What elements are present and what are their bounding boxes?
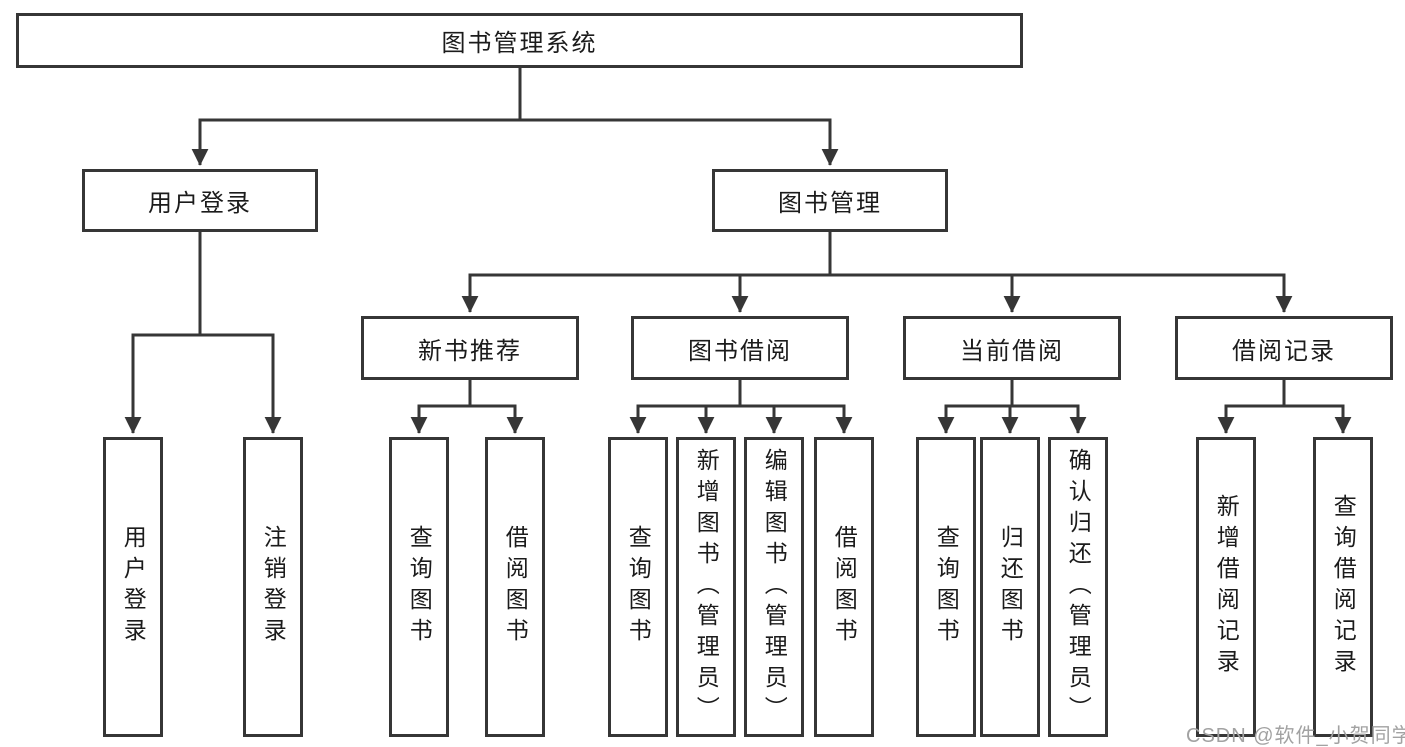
node-label: 归还图书 [997, 525, 1024, 649]
node-label: 图书管理 [778, 190, 882, 217]
node-label: 借阅记录 [1232, 337, 1336, 365]
leaf-query-borrow-record: 查询借阅记录 [1313, 437, 1373, 737]
node-label: 查询借阅记录 [1330, 494, 1357, 680]
leaf-return-books: 归还图书 [980, 437, 1040, 737]
leaf-query-books-current: 查询图书 [916, 437, 976, 737]
node-label: 借阅图书 [502, 525, 529, 649]
leaf-borrow-books: 借阅图书 [814, 437, 874, 737]
node-root: 图书管理系统 [16, 13, 1023, 68]
node-label: 借阅图书 [831, 525, 858, 649]
leaf-add-book-admin: 新增图书（管理员） [676, 437, 736, 737]
node-label: 图书管理系统 [441, 30, 598, 57]
node-book-management: 图书管理 [712, 169, 948, 232]
node-label: 查询图书 [933, 525, 960, 649]
leaf-query-books-recommend: 查询图书 [389, 437, 449, 737]
node-current-borrowing: 当前借阅 [903, 316, 1121, 380]
node-label: 新增图书（管理员） [693, 447, 720, 727]
csdn-watermark: CSDN @软件_小贺同学 [1186, 725, 1405, 747]
node-user-login: 用户登录 [82, 169, 318, 232]
node-borrowing-records: 借阅记录 [1175, 316, 1393, 380]
leaf-add-borrow-record: 新增借阅记录 [1196, 437, 1256, 737]
node-label: 当前借阅 [960, 337, 1064, 365]
leaf-query-books-borrowing: 查询图书 [608, 437, 668, 737]
node-label: 用户登录 [120, 525, 147, 649]
node-label: 查询图书 [406, 525, 433, 649]
leaf-user-login: 用户登录 [103, 437, 163, 737]
node-label: 注销登录 [260, 525, 287, 649]
node-book-borrowing: 图书借阅 [631, 316, 849, 380]
node-label: 图书借阅 [688, 337, 792, 365]
node-label: 新书推荐 [418, 337, 522, 365]
leaf-borrow-books-recommend: 借阅图书 [485, 437, 545, 737]
leaf-logout: 注销登录 [243, 437, 303, 737]
node-new-book-recommend: 新书推荐 [361, 316, 579, 380]
node-label: 确认归还（管理员） [1065, 447, 1092, 727]
node-label: 编辑图书（管理员） [761, 447, 788, 727]
leaf-confirm-return-admin: 确认归还（管理员） [1048, 437, 1108, 737]
leaf-edit-book-admin: 编辑图书（管理员） [744, 437, 804, 737]
node-label: 用户登录 [148, 190, 252, 217]
node-label: 查询图书 [625, 525, 652, 649]
node-label: 新增借阅记录 [1213, 494, 1240, 680]
